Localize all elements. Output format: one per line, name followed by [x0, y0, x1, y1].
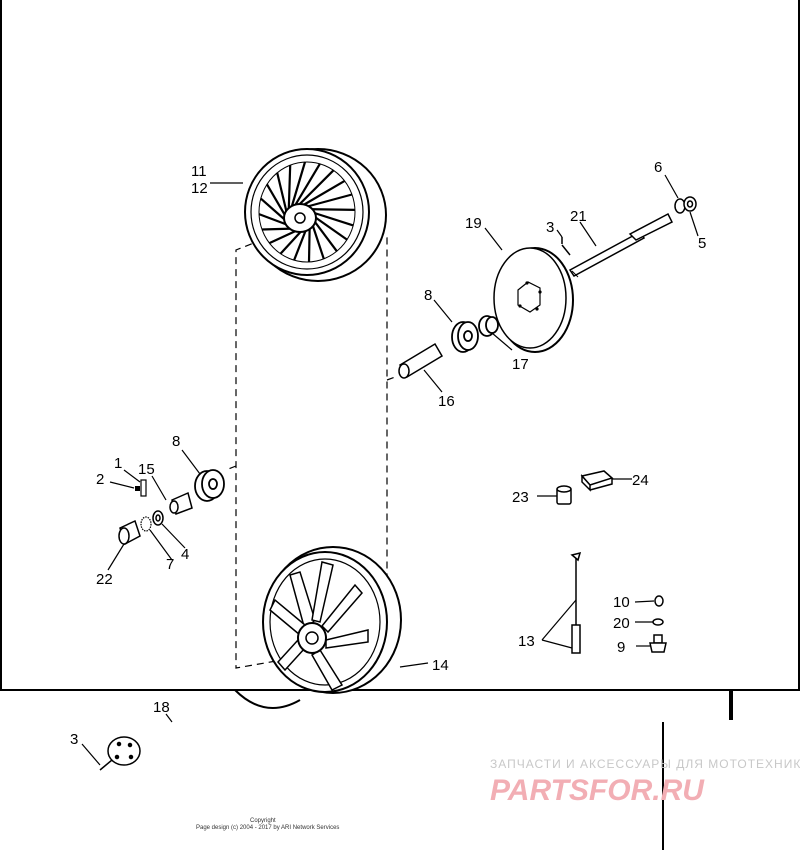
spacer-15: [169, 491, 193, 515]
part-18-disc: [99, 736, 141, 771]
pin-1: [140, 479, 147, 497]
wheel-spoke: [295, 169, 335, 209]
watermark: ЗАПЧАСТИ И АКСЕССУАРЫ ДЛЯ МОТОТЕХНИКИ PA…: [490, 757, 800, 807]
callout-9: 9: [617, 639, 625, 656]
cap-22: [118, 519, 141, 546]
cotter-pin: [561, 237, 571, 256]
wheel-spoke: [293, 226, 309, 261]
axle-nut-and-washer: [674, 196, 697, 214]
callout-21: 21: [570, 208, 587, 225]
nut-10: [654, 595, 664, 607]
fitting-9: [649, 634, 667, 653]
callout-19: 19: [465, 215, 482, 232]
callout-24: 24: [632, 472, 649, 489]
axle-sleeve-16: [398, 342, 444, 379]
wheel-spoke: [310, 213, 348, 241]
retainer-7: [140, 516, 152, 532]
wheel-spoke: [309, 210, 354, 227]
callout-10: 10: [613, 594, 630, 611]
leader-lines: [81, 174, 699, 766]
callout-5: 5: [698, 235, 706, 252]
wheel-spoke: [291, 163, 321, 210]
axle: [568, 212, 674, 278]
callout-22: 22: [96, 571, 113, 588]
callout-4: 4: [181, 546, 189, 563]
part-23: [556, 485, 572, 505]
callout-13: 13: [518, 633, 535, 650]
callout-8-left: 8: [172, 433, 180, 450]
bearing-spacer-17: [478, 315, 499, 337]
part-13: [570, 551, 582, 654]
callout-labels: 11 12 6 3 21 19 5 8 17 16 8 1 15 2 4 7 2…: [70, 159, 706, 748]
callout-8: 8: [424, 287, 432, 304]
wheel-spoke: [289, 161, 307, 212]
wheel-spoke: [307, 224, 311, 263]
callout-6: 6: [654, 159, 662, 176]
wheel-spoke: [299, 179, 346, 208]
callout-14: 14: [432, 657, 449, 674]
callout-3-lower: 3: [70, 731, 78, 748]
callout-18: 18: [153, 699, 170, 716]
callout-7: 7: [166, 556, 174, 573]
set-screw-2: [135, 486, 140, 491]
right-bearing: [451, 321, 479, 353]
brake-disc: [493, 247, 574, 353]
callout-15: 15: [138, 461, 155, 478]
callout-12: 12: [191, 180, 208, 197]
wheel-spoke: [310, 221, 325, 260]
part-24: [580, 470, 614, 492]
callout-23: 23: [512, 489, 529, 506]
callout-16: 16: [438, 393, 455, 410]
wheel-spoke: [307, 208, 356, 211]
wheel-spoke: [311, 217, 338, 252]
copyright-line2: Page design (c) 2004 - 2017 by ARI Netwo…: [196, 825, 339, 831]
callout-11: 11: [191, 163, 207, 180]
washer-20: [652, 618, 664, 626]
washer-4: [152, 510, 164, 526]
copyright-line1: Copyright: [250, 818, 276, 824]
wheel-spoke: [287, 165, 292, 215]
watermark-logo: PARTSFOR.RU: [490, 774, 705, 807]
callout-2: 2: [96, 471, 104, 488]
callout-20: 20: [613, 615, 630, 632]
spoked-wheel: [244, 148, 387, 282]
callout-17: 17: [512, 356, 529, 373]
cast-wheel: [234, 546, 402, 709]
callout-3: 3: [546, 219, 554, 236]
wheel-spoke: [303, 193, 353, 209]
copyright: Copyright Page design (c) 2004 - 2017 by…: [196, 818, 339, 831]
callout-1: 1: [114, 455, 122, 472]
left-bearing: [194, 469, 225, 502]
watermark-tagline: ЗАПЧАСТИ И АКСЕССУАРЫ ДЛЯ МОТОТЕХНИКИ: [490, 757, 800, 771]
